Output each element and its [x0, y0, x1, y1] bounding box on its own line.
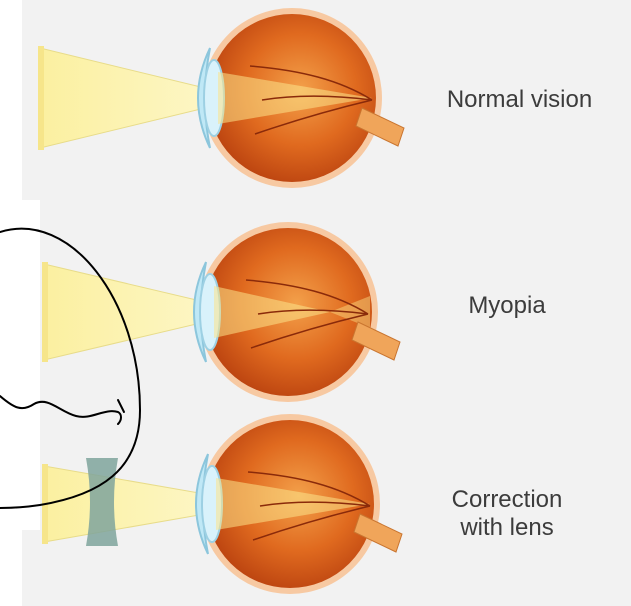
scribble-white-mask — [0, 200, 40, 530]
label-correction-line1: Correction — [432, 486, 582, 514]
label-myopia: Myopia — [432, 292, 582, 320]
label-correction-with-lens: Correction with lens — [432, 486, 582, 542]
concave-lens-icon — [86, 458, 118, 546]
beam-source-normal — [38, 46, 44, 150]
beam-source-myopia — [42, 262, 48, 362]
label-normal-vision: Normal vision — [412, 86, 627, 114]
label-correction-line2: with lens — [432, 514, 582, 542]
